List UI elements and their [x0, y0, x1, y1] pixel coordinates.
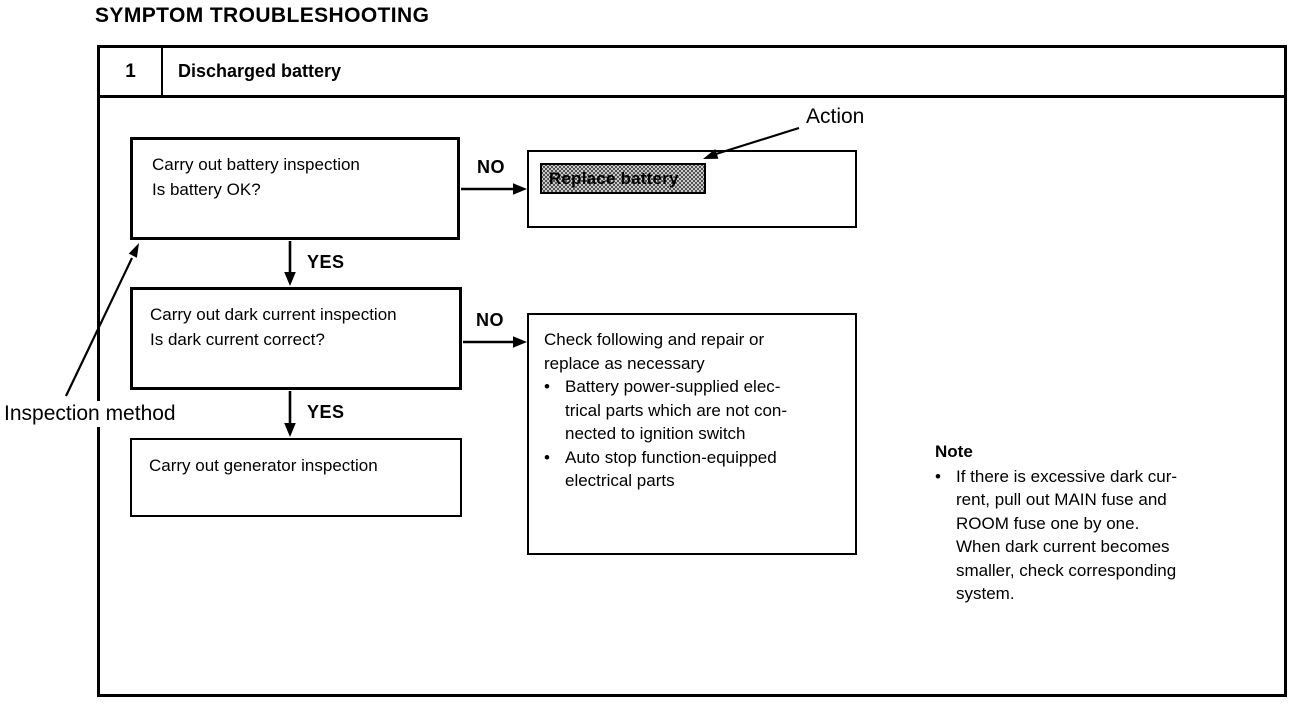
- connector-label-no: NO: [476, 310, 504, 330]
- list-item-line: electrical parts: [565, 471, 675, 490]
- annotation-action: Action: [806, 105, 865, 128]
- flow-step-text-line: Is battery OK?: [152, 180, 261, 199]
- flow-step-battery-inspection: Carry out battery inspection Is battery …: [130, 137, 460, 240]
- note-line: When dark current becomes: [956, 537, 1170, 556]
- note-line: system.: [956, 584, 1015, 603]
- flow-action-text-line: replace as necessary: [544, 353, 705, 373]
- flow-step-text-line: Is dark current correct?: [150, 330, 325, 349]
- page-title: SYMPTOM TROUBLESHOOTING: [95, 4, 430, 27]
- bullet-icon: •: [935, 466, 941, 486]
- bullet-icon: •: [544, 447, 550, 467]
- note-block: Note • If there is excessive dark cur- r…: [935, 440, 1235, 606]
- flow-step-text-line: Carry out dark current inspection: [150, 305, 397, 324]
- connector-label-no: NO: [477, 157, 505, 177]
- highlighted-action-label: Replace battery: [540, 163, 706, 194]
- note-line: If there is excessive dark cur-: [956, 466, 1178, 486]
- bullet-icon: •: [544, 377, 550, 396]
- flow-step-text-line: Carry out generator inspection: [149, 456, 378, 475]
- flow-step-text-line: Carry out battery inspection: [152, 155, 360, 174]
- note-line: smaller, check corresponding: [956, 560, 1177, 580]
- connector-label-yes: YES: [307, 402, 345, 422]
- list-item-line: Auto stop function-equipped: [565, 447, 777, 467]
- note-title: Note: [935, 442, 973, 461]
- flow-step-generator-inspection: Carry out generator inspection: [130, 438, 462, 517]
- symptom-header-row: 1 Discharged battery: [97, 45, 1287, 95]
- annotation-inspection-method: Inspection method: [4, 401, 183, 427]
- connector-label-yes: YES: [307, 252, 345, 272]
- note-line: ROOM fuse one by one.: [956, 513, 1140, 533]
- symptom-name: Discharged battery: [178, 61, 342, 81]
- list-item: • Battery power-supplied elec- trical pa…: [544, 375, 847, 446]
- list-item: • Auto stop function-equipped electrical…: [544, 446, 847, 493]
- list-item-line: nected to ignition switch: [565, 424, 746, 443]
- flow-action-text-line: Check following and repair or: [544, 330, 765, 349]
- flow-step-dark-current-inspection: Carry out dark current inspection Is dar…: [130, 287, 462, 390]
- symptom-number: 1: [100, 48, 163, 95]
- flow-action-replace-battery: Replace battery: [527, 150, 857, 228]
- note-item: • If there is excessive dark cur- rent, …: [935, 465, 1235, 606]
- list-item-line: trical parts which are not con-: [565, 400, 788, 420]
- list-item-line: Battery power-supplied elec-: [565, 377, 781, 396]
- note-line: rent, pull out MAIN fuse and: [956, 490, 1167, 509]
- flow-action-check-repair: Check following and repair or replace as…: [527, 313, 857, 555]
